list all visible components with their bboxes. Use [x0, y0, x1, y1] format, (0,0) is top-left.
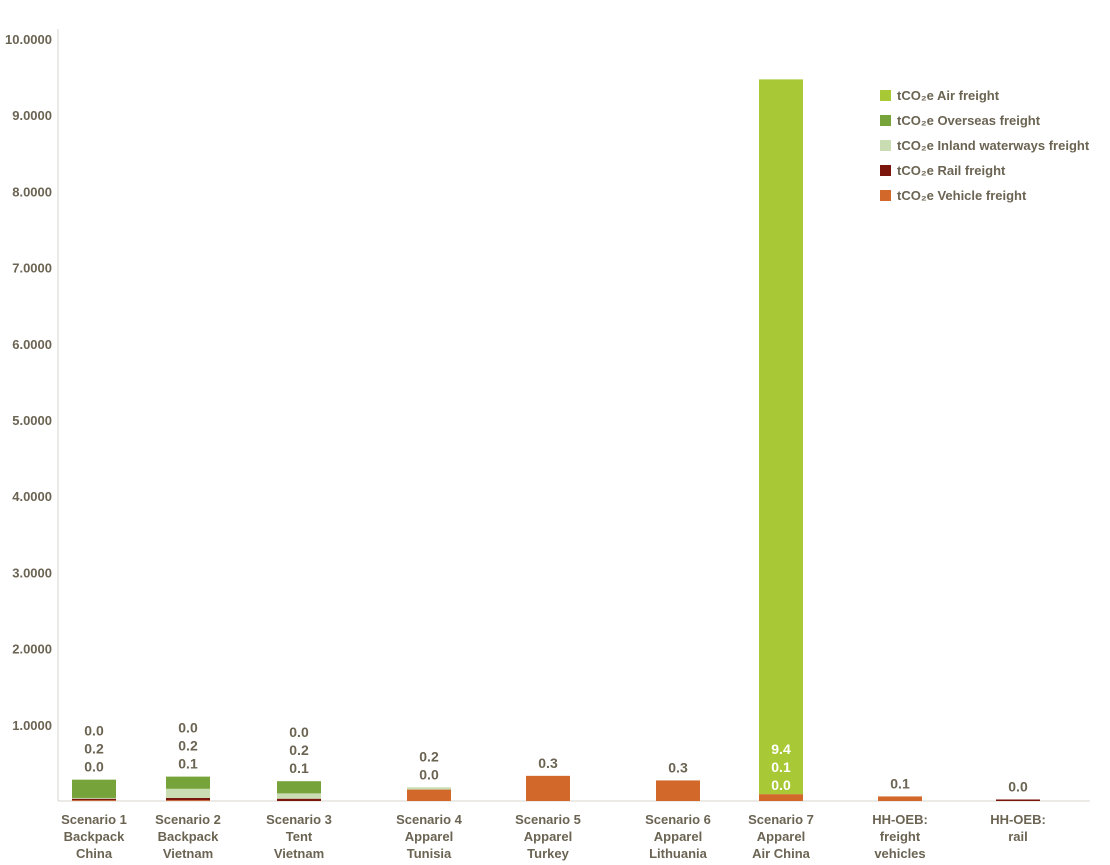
legend-label: tCO₂e Rail freight [897, 163, 1006, 178]
legend-item: tCO₂e Inland waterways freight [880, 133, 1108, 158]
y-tick-label: 10.0000 [5, 32, 52, 47]
data-label: 0.1 [289, 760, 309, 776]
x-category-label: Vietnam [274, 846, 324, 861]
y-tick-label: 4.0000 [12, 489, 52, 504]
data-label: 9.4 [771, 741, 791, 757]
x-category-label: Apparel [757, 829, 805, 844]
data-label: 0.0 [84, 723, 104, 739]
x-category-label: freight [880, 829, 921, 844]
bar-segment [72, 797, 116, 799]
bar-segment [656, 780, 700, 801]
x-category-label: vehicles [874, 846, 925, 861]
data-label: 0.0 [1008, 778, 1028, 794]
y-tick-label: 8.0000 [12, 184, 52, 199]
legend-item: tCO₂e Vehicle freight [880, 183, 1108, 208]
x-category-label: China [76, 846, 113, 861]
legend-label: tCO₂e Vehicle freight [897, 188, 1027, 203]
y-tick-label: 9.0000 [12, 108, 52, 123]
x-category-label: Air China [752, 846, 811, 861]
bar-segment [72, 798, 116, 801]
bar-segment [277, 793, 321, 799]
x-category-label: Scenario 6 [645, 812, 711, 827]
x-category-label: Turkey [527, 846, 569, 861]
legend-item: tCO₂e Air freight [880, 83, 1108, 108]
bar-segment [72, 779, 116, 798]
legend-item: tCO₂e Overseas freight [880, 108, 1108, 133]
y-tick-label: 6.0000 [12, 337, 52, 352]
x-category-label: Backpack [158, 829, 219, 844]
data-label: 0.0 [178, 720, 198, 736]
data-label: 0.2 [178, 738, 198, 754]
bar-segment [407, 787, 451, 790]
x-category-label: Apparel [405, 829, 453, 844]
y-tick-label: 1.0000 [12, 718, 52, 733]
bar-segment [277, 798, 321, 801]
data-label: 0.3 [668, 759, 688, 775]
data-label: 0.2 [84, 741, 104, 757]
x-category-label: Scenario 3 [266, 812, 332, 827]
data-label: 0.0 [771, 777, 791, 793]
chart-legend: tCO₂e Air freight tCO₂e Overseas freight t… [880, 83, 1108, 208]
bar-segment [407, 789, 451, 801]
x-category-label: Lithuania [649, 846, 708, 861]
x-category-label: Scenario 2 [155, 812, 221, 827]
data-label: 0.0 [419, 766, 439, 782]
data-label: 0.1 [771, 759, 791, 775]
legend-swatch [880, 90, 891, 101]
y-tick-label: 3.0000 [12, 565, 52, 580]
bar-segment [759, 79, 803, 795]
x-category-label: Apparel [524, 829, 572, 844]
legend-swatch [880, 190, 891, 201]
bar-segment [166, 797, 210, 801]
x-category-label: Scenario 5 [515, 812, 581, 827]
x-category-label: Tunisia [407, 846, 452, 861]
legend-swatch [880, 115, 891, 126]
bar-segment [166, 788, 210, 798]
y-tick-label: 7.0000 [12, 261, 52, 276]
y-tick-label: 5.0000 [12, 413, 52, 428]
x-category-label: Scenario 1 [61, 812, 127, 827]
bar-segment [72, 800, 116, 802]
data-label: 0.1 [178, 756, 198, 772]
bar-segment [166, 800, 210, 802]
bar-segment [878, 796, 922, 801]
x-category-label: HH-OEB: [872, 812, 928, 827]
data-label: 0.2 [289, 742, 309, 758]
legend-item: tCO₂e Rail freight [880, 158, 1108, 183]
x-category-label: Scenario 7 [748, 812, 814, 827]
data-label: 0.0 [289, 724, 309, 740]
x-category-label: HH-OEB: [990, 812, 1046, 827]
bar-segment [759, 794, 803, 801]
bar-segment [526, 775, 570, 801]
legend-swatch [880, 165, 891, 176]
data-label: 0.0 [84, 759, 104, 775]
x-category-label: Backpack [64, 829, 125, 844]
x-category-label: rail [1008, 829, 1028, 844]
legend-label: tCO₂e Overseas freight [897, 113, 1041, 128]
x-category-label: Apparel [654, 829, 702, 844]
bar-segment [996, 799, 1040, 801]
legend-label: tCO₂e Air freight [897, 88, 1000, 103]
bar-segment [166, 776, 210, 789]
data-label: 0.1 [890, 775, 910, 791]
y-tick-label: 2.0000 [12, 642, 52, 657]
data-label: 0.2 [419, 748, 439, 764]
legend-swatch [880, 140, 891, 151]
x-category-label: Vietnam [163, 846, 213, 861]
bar-segment [277, 781, 321, 794]
x-category-label: Scenario 4 [396, 812, 463, 827]
legend-label: tCO₂e Inland waterways freight [897, 138, 1090, 153]
x-category-label: Tent [286, 829, 313, 844]
data-label: 0.3 [538, 755, 558, 771]
